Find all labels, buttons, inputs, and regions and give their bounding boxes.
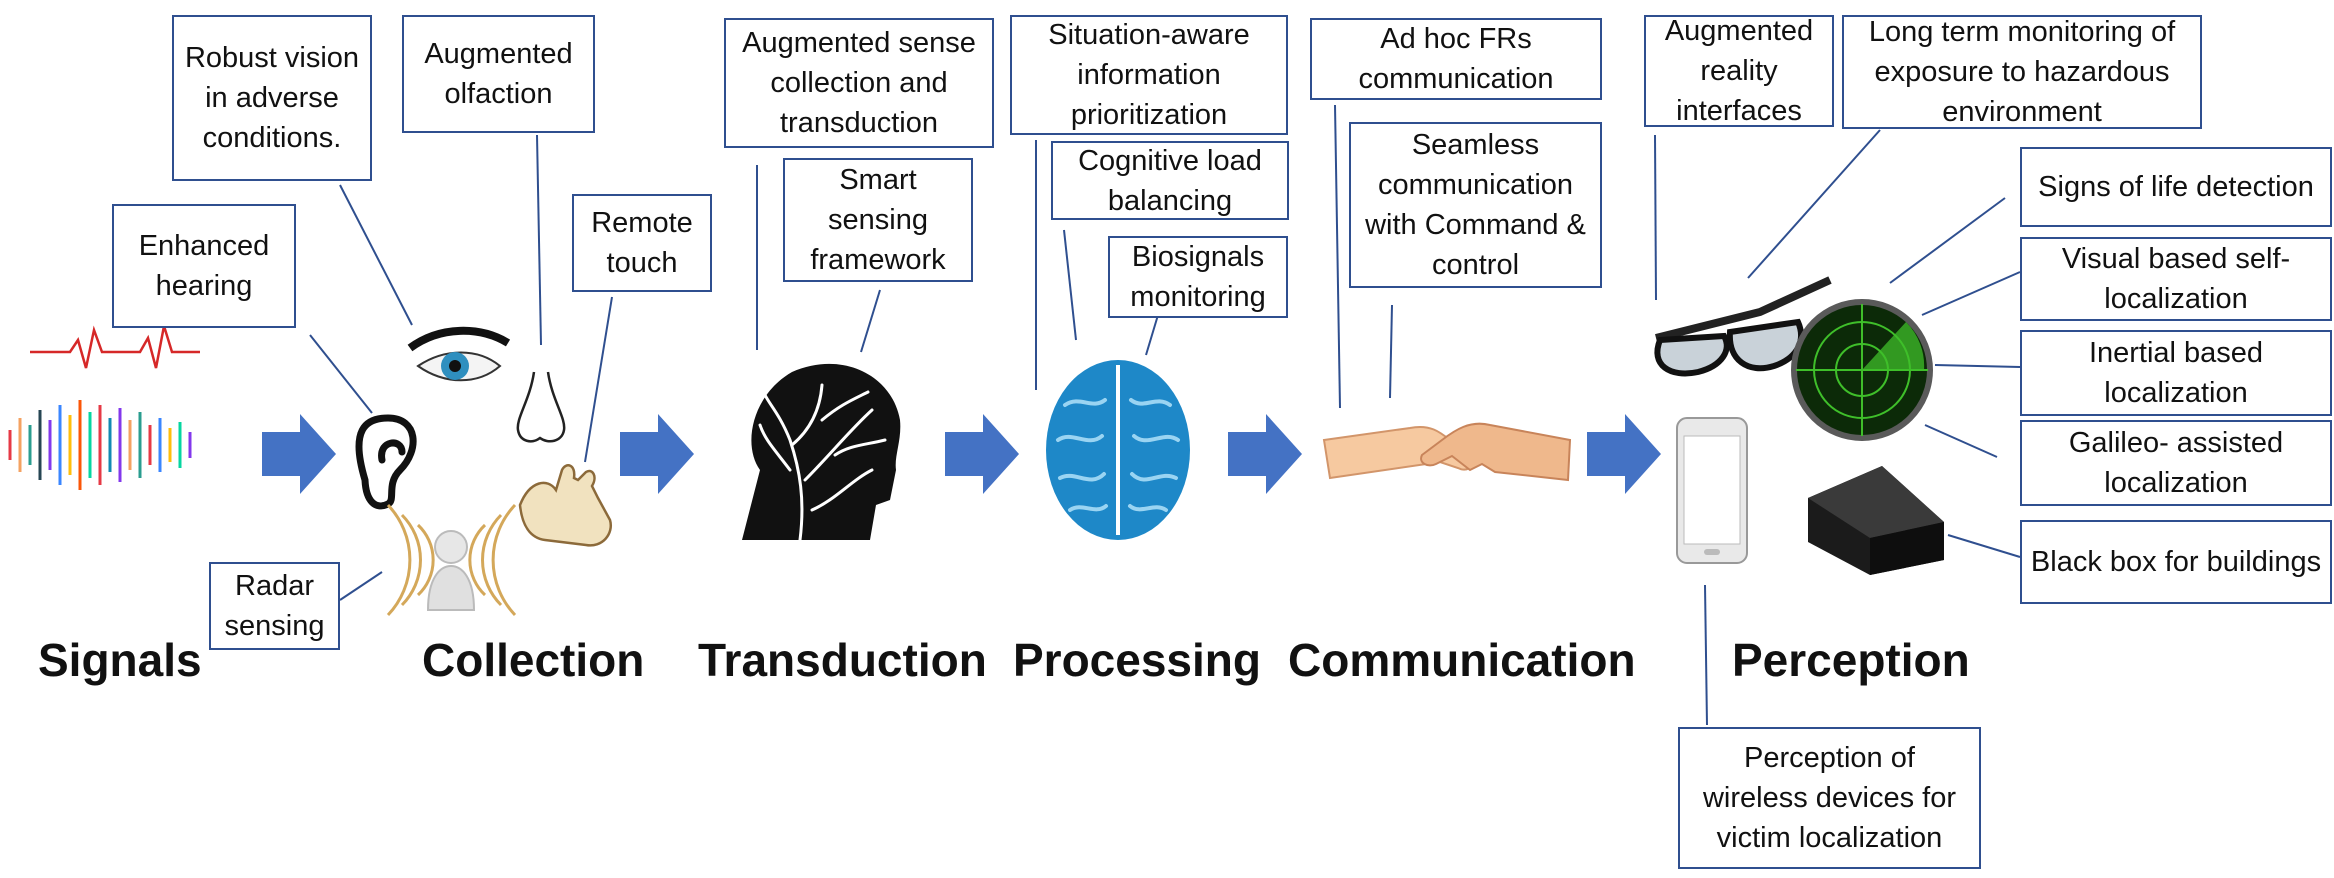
smart-sensing-box: Smart sensing framework: [783, 158, 973, 282]
adhoc-frs-box: Ad hoc FRs communication: [1310, 18, 1602, 100]
inertial-localization-box: Inertial based localization: [2020, 330, 2332, 416]
heartbeat-waveform-icon: [30, 325, 200, 369]
enhanced-hearing-label: Enhanced hearing: [138, 230, 270, 302]
robust-vision-box: Robust vision in adverse conditions.: [172, 15, 372, 181]
hand-icon: [518, 464, 613, 547]
remote-touch-box: Remote touch: [572, 194, 712, 292]
signs-of-life-label: Signs of life detection: [2038, 171, 2314, 203]
augmented-sense-collection-box: Augmented sense collection and transduct…: [724, 18, 994, 148]
radar-person-icon: [386, 503, 517, 617]
long-term-monitoring-box: Long term monitoring of exposure to haza…: [1842, 15, 2202, 129]
ar-glasses-icon: [1654, 276, 1832, 377]
cognitive-load-label: Cognitive load balancing: [1078, 144, 1262, 217]
robust-vision-label: Robust vision in adverse conditions.: [184, 42, 360, 154]
radar-sensing-label: Radar sensing: [224, 570, 325, 642]
augmented-olfaction-box: Augmented olfaction: [402, 15, 595, 133]
stage-perception: Perception: [1732, 634, 1970, 686]
nose-icon: [516, 371, 566, 443]
audio-waveform-icon: [8, 400, 192, 490]
seamless-communication-box: Seamless communication with Command & co…: [1349, 122, 1602, 288]
inertial-localization-label: Inertial based localization: [2088, 337, 2264, 409]
signs-of-life-box: Signs of life detection: [2020, 147, 2332, 227]
long-term-monitoring-label: Long term monitoring of exposure to haza…: [1868, 16, 2176, 128]
cognitive-load-box: Cognitive load balancing: [1051, 141, 1289, 220]
augmented-olfaction-label: Augmented olfaction: [424, 38, 573, 110]
radar-screen-icon: [1791, 299, 1933, 441]
situation-aware-box: Situation-aware information prioritizati…: [1010, 15, 1288, 135]
stage-processing: Processing: [1013, 634, 1261, 686]
ear-icon: [355, 414, 417, 510]
eye-icon: [407, 326, 511, 382]
connector-lines: [309, 104, 2021, 726]
stage-transduction: Transduction: [698, 634, 987, 686]
smartphone-icon: [1676, 417, 1748, 564]
black-box-buildings-label: Black box for buildings: [2030, 546, 2322, 578]
augmented-reality-box: Augmented reality interfaces: [1644, 15, 1834, 127]
situation-aware-label: Situation-aware information prioritizati…: [1048, 19, 1250, 131]
visual-self-localization-box: Visual based self-localization: [2020, 237, 2332, 321]
flow-arrows: [262, 414, 1661, 494]
stage-collection: Collection: [422, 634, 645, 686]
augmented-reality-label: Augmented reality interfaces: [1664, 15, 1814, 127]
black-box-buildings-box: Black box for buildings: [2020, 520, 2332, 604]
arrow-icon: [945, 414, 1019, 494]
adhoc-frs-label: Ad hoc FRs communication: [1358, 23, 1554, 95]
augmented-sense-collection-label: Augmented sense collection and transduct…: [742, 27, 976, 139]
visual-self-localization-label: Visual based self-localization: [2061, 243, 2291, 315]
stage-communication: Communication: [1288, 634, 1636, 686]
handshake-icon: [1322, 422, 1572, 482]
arrow-icon: [262, 414, 336, 494]
remote-touch-label: Remote touch: [591, 207, 693, 279]
tree-head-icon: [742, 363, 901, 542]
wireless-devices-label: Perception of wireless devices for victi…: [1702, 742, 1957, 854]
radar-sensing-box: Radar sensing: [209, 562, 340, 650]
seamless-communication-label: Seamless communication with Command & co…: [1365, 129, 1586, 281]
arrow-icon: [1587, 414, 1661, 494]
enhanced-hearing-box: Enhanced hearing: [112, 204, 296, 328]
biosignals-box: Biosignals monitoring: [1108, 236, 1288, 318]
stage-signals: Signals: [38, 634, 202, 686]
arrow-icon: [620, 414, 694, 494]
arrow-icon: [1228, 414, 1302, 494]
galileo-localization-label: Galileo- assisted localization: [2068, 427, 2284, 499]
brain-icon: [1046, 360, 1190, 540]
biosignals-label: Biosignals monitoring: [1130, 241, 1266, 313]
galileo-localization-box: Galileo- assisted localization: [2020, 420, 2332, 506]
wireless-devices-box: Perception of wireless devices for victi…: [1678, 727, 1981, 869]
smart-sensing-label: Smart sensing framework: [810, 164, 946, 276]
black-box-icon: [1808, 466, 1944, 575]
